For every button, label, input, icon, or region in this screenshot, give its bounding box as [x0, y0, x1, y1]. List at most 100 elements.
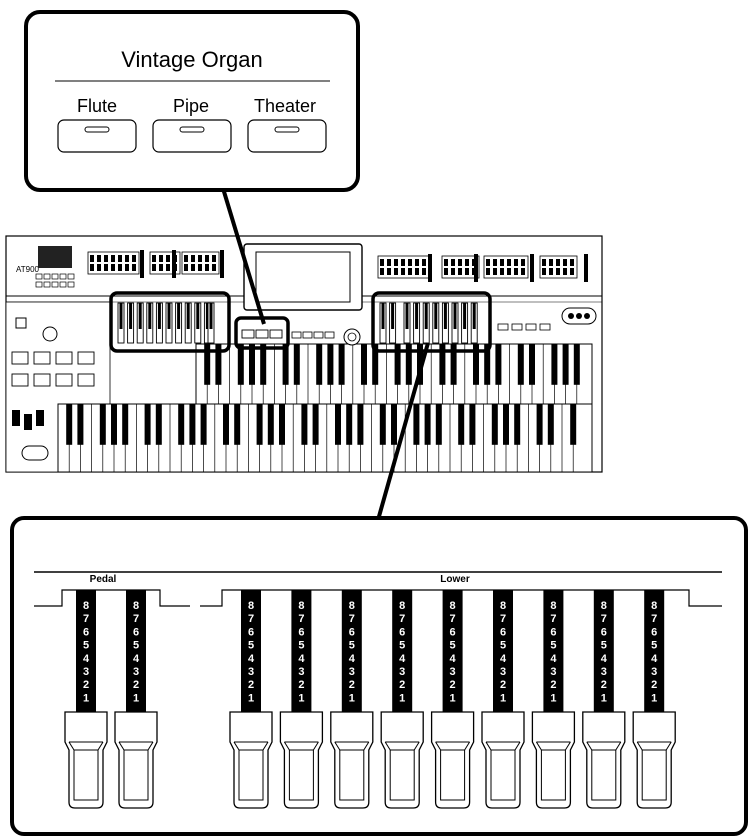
drawbar-scale-number: 4	[500, 653, 507, 665]
black-key	[536, 404, 543, 445]
stack-upper-right-2	[441, 255, 480, 279]
drawbar-handle-bevel-r	[97, 741, 104, 751]
stack-tab	[549, 268, 553, 275]
drawbar-scale-number: 8	[83, 600, 89, 612]
theater-button[interactable]	[247, 119, 327, 153]
drawbar-scale-number: 2	[651, 679, 657, 691]
stack-tab	[408, 259, 412, 266]
mini-drawbar-shaft	[463, 303, 467, 329]
organ-logo-block	[38, 246, 72, 268]
drawbar-scale-number: 6	[550, 626, 556, 638]
drawbar-handle-bevel-r	[615, 741, 622, 751]
organ-vintage-button-2	[255, 329, 269, 339]
drawbar-handle	[279, 711, 324, 809]
drawbar-scale-number: 1	[83, 692, 89, 704]
stack-tab	[401, 268, 405, 275]
stack-tab	[184, 255, 188, 262]
pipe-indicator	[179, 126, 205, 133]
lower-label: Lower	[440, 574, 470, 585]
stack-tab	[444, 268, 448, 275]
stack-tab	[542, 268, 546, 275]
drawbar-scale-number: 1	[651, 692, 657, 704]
stack-tab	[132, 264, 136, 271]
drawbar-scale-number: 6	[399, 626, 405, 638]
drawbar-shaft	[543, 590, 564, 712]
drawbar-scale-number: 7	[500, 613, 506, 625]
logo-small-button	[51, 273, 59, 280]
stack-tab	[132, 255, 136, 262]
mini-drawbar-shaft	[415, 303, 419, 329]
black-key	[413, 404, 420, 445]
black-key	[335, 404, 341, 445]
pipe-button[interactable]	[152, 119, 232, 153]
drawbar-scale-number: 4	[651, 653, 658, 665]
left-panel-pill	[21, 445, 49, 461]
drawbar-scale-number: 6	[500, 626, 506, 638]
stack-tab	[184, 264, 188, 271]
stack-tab	[422, 259, 426, 266]
black-key	[282, 344, 289, 385]
drawbar-scale-number: 6	[450, 626, 456, 638]
stack-tab	[401, 259, 405, 266]
logo-small-button	[59, 273, 67, 280]
drawbar-handle-detail	[637, 741, 672, 801]
drawbar-handle-bevel-l	[535, 741, 542, 751]
organ-round-button-3	[584, 313, 590, 319]
drawbar-handle-bevel-l	[586, 741, 593, 751]
drawbar-handle-bevel-r	[413, 741, 420, 751]
black-key	[573, 344, 580, 385]
left-knob	[42, 326, 58, 342]
black-key	[99, 404, 106, 445]
mini-drawbar-shaft	[381, 303, 385, 329]
drawbar-scale-number: 2	[399, 679, 405, 691]
drawbar-scale-number: 3	[450, 666, 456, 678]
drawbar-handle-bevel-r	[514, 741, 521, 751]
highlight-pedal-lower-left	[109, 291, 231, 353]
drawbar-handle-detail	[69, 741, 103, 801]
level-meter-5	[474, 254, 478, 282]
drawbar-shaft	[593, 590, 614, 712]
drawbar-handle-detail	[334, 741, 369, 801]
drawbar-scale-number: 4	[399, 653, 406, 665]
stack-tab	[118, 255, 122, 262]
left-panel-button	[55, 351, 73, 365]
flute-button[interactable]	[57, 119, 137, 153]
organ-right-button-4	[539, 323, 551, 331]
stack-tab	[205, 255, 209, 262]
black-key	[495, 344, 502, 385]
stack-tab	[422, 268, 426, 275]
organ-center-button-2	[302, 331, 313, 339]
stack-tab	[394, 268, 398, 275]
drawbar-scale-number: 8	[651, 600, 657, 612]
organ-right-button-1	[497, 323, 509, 331]
stack-tab	[97, 255, 101, 262]
black-key	[155, 404, 162, 445]
black-key	[256, 404, 263, 445]
stack-tab	[556, 268, 560, 275]
drawbar-handle	[481, 711, 525, 809]
stack-tab	[542, 259, 546, 266]
stack-tab	[125, 255, 129, 262]
stack-tab	[415, 259, 419, 266]
left-mini-drawbars	[117, 302, 211, 344]
drawbar-scale-number: 7	[248, 613, 254, 625]
black-key	[66, 404, 73, 445]
stack-tab	[166, 264, 170, 271]
drawbar-scale-number: 3	[399, 666, 405, 678]
black-key	[547, 404, 554, 445]
stack-tab	[97, 264, 101, 271]
drawbar-scale-number: 7	[298, 613, 304, 625]
stack-upper-left-1	[87, 251, 140, 275]
